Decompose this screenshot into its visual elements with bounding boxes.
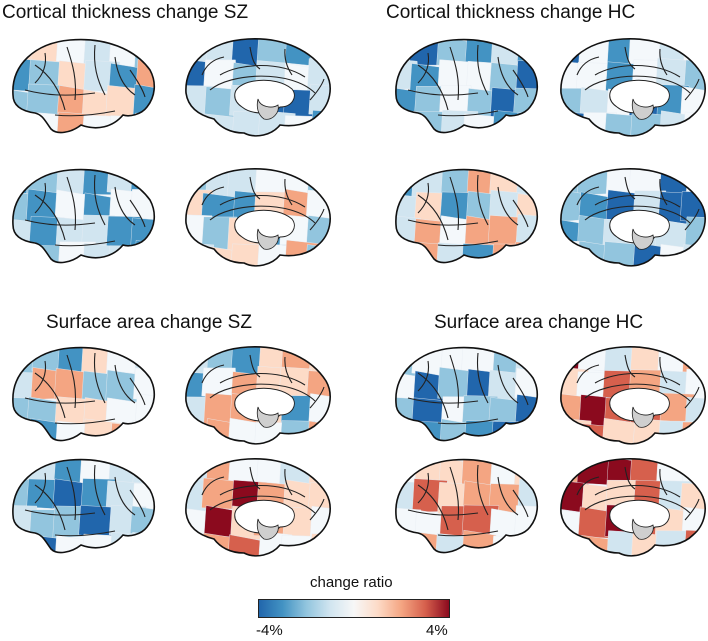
brain-ahc-2 bbox=[560, 346, 706, 445]
panel-title-thickness-sz: Cortical thickness change SZ bbox=[2, 2, 249, 23]
colorbar-max-label: 4% bbox=[426, 622, 448, 639]
panel-title-thickness-hc: Cortical thickness change HC bbox=[386, 2, 636, 23]
brain-tsz-1 bbox=[12, 38, 156, 134]
brain-tsz-4 bbox=[185, 168, 331, 267]
brain-thc-3 bbox=[395, 168, 539, 264]
brain-asz-2 bbox=[185, 346, 331, 445]
brain-thc-1 bbox=[395, 38, 539, 134]
brain-thc-4 bbox=[560, 168, 706, 267]
colorbar bbox=[258, 599, 450, 618]
brain-tsz-2 bbox=[185, 38, 331, 137]
brain-ahc-3 bbox=[395, 458, 539, 554]
brain-asz-1 bbox=[12, 346, 156, 442]
panel-title-area-hc: Surface area change HC bbox=[434, 312, 644, 333]
brain-thc-2 bbox=[560, 38, 706, 137]
colorbar-title: change ratio bbox=[310, 574, 393, 591]
colorbar-min-label: -4% bbox=[256, 622, 283, 639]
brain-ahc-1 bbox=[395, 346, 539, 442]
panel-title-area-sz: Surface area change SZ bbox=[46, 312, 252, 333]
brain-tsz-3 bbox=[12, 168, 156, 264]
brain-ahc-4 bbox=[560, 458, 706, 557]
brain-asz-4 bbox=[185, 458, 331, 557]
brain-asz-3 bbox=[12, 458, 156, 554]
